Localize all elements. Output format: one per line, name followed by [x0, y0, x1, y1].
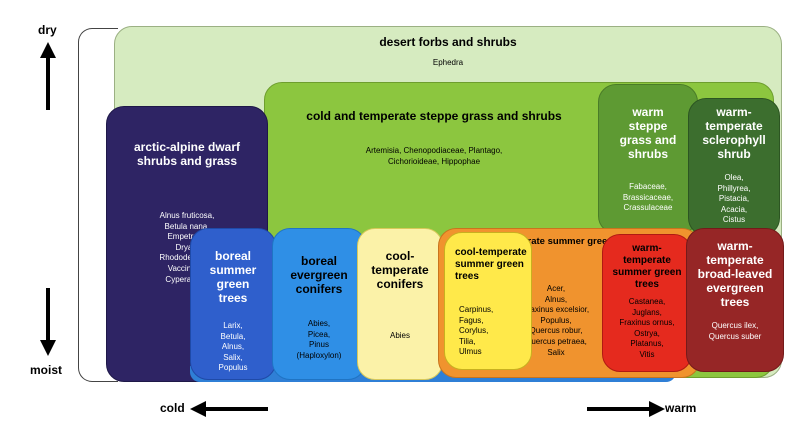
biome-warm-steppe: warm steppe grass and shrubs Fabaceae, B…	[598, 84, 698, 234]
arrow-right-icon	[587, 401, 665, 417]
biome-title: temperate summer green trees	[499, 236, 639, 247]
axis-label-dry: dry	[38, 23, 57, 37]
biome-broad-leaved-evergreen: warm-temperate broad-leaved evergreen tr…	[686, 228, 784, 372]
biome-title: desert forbs and shrubs	[379, 35, 517, 49]
axis-label-warm: warm	[665, 401, 697, 415]
biome-sclerophyll-shrub: warm-temperate sclerophyll shrub Olea, P…	[688, 98, 780, 236]
biome-title: boreal summer green trees	[191, 249, 275, 305]
biome-taxa: Artemisia, Chenopodiaceae, Plantago, Cic…	[365, 146, 503, 166]
biome-title-text: warm-temperate summer green trees	[612, 243, 682, 290]
biome-title: warm-temperate broad-leaved evergreen tr…	[687, 239, 783, 309]
biome-title-text: boreal evergreen conifers	[290, 254, 348, 296]
biome-title-text: boreal summer green trees	[209, 249, 257, 305]
biome-taxa: Abies, Picea, Pinus (Haploxylon)	[296, 319, 342, 360]
biome-taxa: Ephedra	[432, 58, 464, 67]
biome-title-text: warm-temperate sclerophyll shrub	[702, 105, 766, 161]
arrow-up-icon	[40, 42, 56, 110]
biome-title: cool-temperate conifers	[358, 249, 442, 291]
biome-taxa: Abies	[389, 331, 410, 340]
biome-taxa: Quercus ilex, Quercus suber	[708, 321, 762, 341]
biome-title: warm-temperate sclerophyll shrub	[689, 105, 779, 161]
biome-title: warm-temperate summer green trees	[603, 243, 691, 291]
biome-title-text: warm steppe grass and shrubs	[619, 105, 677, 161]
biome-title-text: arctic-alpine dwarf shrubs and grass	[133, 140, 241, 168]
biome-title: boreal evergreen conifers	[273, 254, 365, 296]
biome-taxa: Acer, Alnus, Fraxinus excelsior, Populus…	[522, 284, 590, 357]
arrow-left-icon	[190, 401, 268, 417]
biome-boreal-evergreen: boreal evergreen conifers Abies, Picea, …	[272, 228, 366, 380]
biome-cool-temperate-conifers: cool-temperate conifers Abies	[357, 228, 443, 380]
biome-boreal-summer-green: boreal summer green trees Larix, Betula,…	[190, 228, 276, 380]
biome-title: cool-temperate summer green trees	[455, 247, 527, 283]
biome-taxa: Carpinus, Fagus, Corylus, Tilia, Ulmus	[459, 305, 494, 357]
biome-title-text: cool-temperate conifers	[371, 249, 429, 291]
biome-cool-temperate-summer-green: cool-temperate summer green trees Carpin…	[444, 232, 532, 370]
biome-taxa: Alnus fruticosa, Betula nana, Empetrum, …	[159, 211, 215, 284]
axis-label-cold: cold	[160, 401, 185, 415]
biome-taxa: Larix, Betula, Alnus, Salix, Populus	[218, 321, 248, 373]
axis-label-moist: moist	[30, 363, 63, 377]
axis-frame	[78, 28, 118, 382]
biome-title: warm steppe grass and shrubs	[599, 105, 697, 161]
biome-taxa: Castanea, Juglans, Fraxinus ornus, Ostry…	[619, 297, 675, 359]
biome-warm-temperate-summer-green: warm-temperate summer green trees Castan…	[602, 234, 692, 372]
biome-taxa: Olea, Phillyrea, Pistacia, Acacia, Cistu…	[717, 173, 751, 225]
biome-title-text: cool-temperate summer green trees	[455, 247, 527, 282]
arrow-down-icon	[40, 288, 56, 356]
biome-taxa: Fabaceae, Brassicaceae, Crassulaceae	[622, 182, 674, 213]
biome-title: arctic-alpine dwarf shrubs and grass	[107, 140, 267, 168]
biome-title-text: warm-temperate broad-leaved evergreen tr…	[697, 239, 773, 309]
biome-title: cold and temperate steppe grass and shru…	[306, 109, 562, 123]
